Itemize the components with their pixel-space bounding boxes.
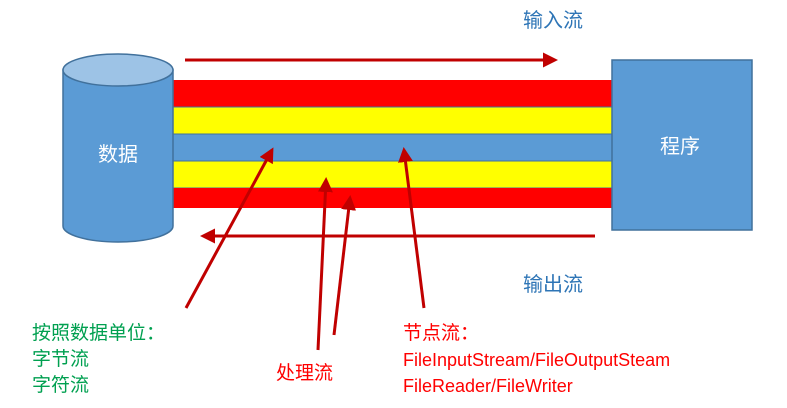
node-stream-pointer-arrow bbox=[398, 147, 426, 309]
node-stream-example-1-label: FileInputStream/FileOutputSteam bbox=[403, 350, 671, 370]
pipe-stripe-red-bottom bbox=[173, 188, 613, 208]
data-store-cylinder bbox=[62, 53, 174, 243]
pipe-stripe-yellow-bottom bbox=[172, 160, 614, 189]
char-stream-label: 字符流 bbox=[32, 374, 90, 396]
output-flow-label: 输出流 bbox=[523, 272, 583, 296]
data-store-label: 数据 bbox=[98, 142, 138, 166]
pipe-stripe-blue-middle bbox=[172, 133, 614, 162]
node-stream-heading-label: 节点流： bbox=[403, 322, 480, 344]
program-label: 程序 bbox=[660, 134, 700, 158]
pipe-stripe-red-top bbox=[173, 80, 613, 107]
processing-pointer-arrow-left bbox=[316, 177, 333, 351]
unit-pointer-arrow bbox=[184, 147, 274, 309]
input-flow-label: 输入流 bbox=[523, 8, 583, 32]
byte-stream-label: 字节流 bbox=[32, 348, 90, 370]
node-stream-example-2-label: FileReader/FileWriter bbox=[403, 376, 573, 396]
pipe-stripe-yellow-top bbox=[172, 106, 614, 135]
program-box bbox=[611, 59, 753, 231]
unit-heading-label: 按照数据单位： bbox=[32, 322, 166, 344]
processing-stream-label: 处理流 bbox=[276, 362, 334, 384]
processing-pointer-arrow-right bbox=[332, 195, 357, 336]
